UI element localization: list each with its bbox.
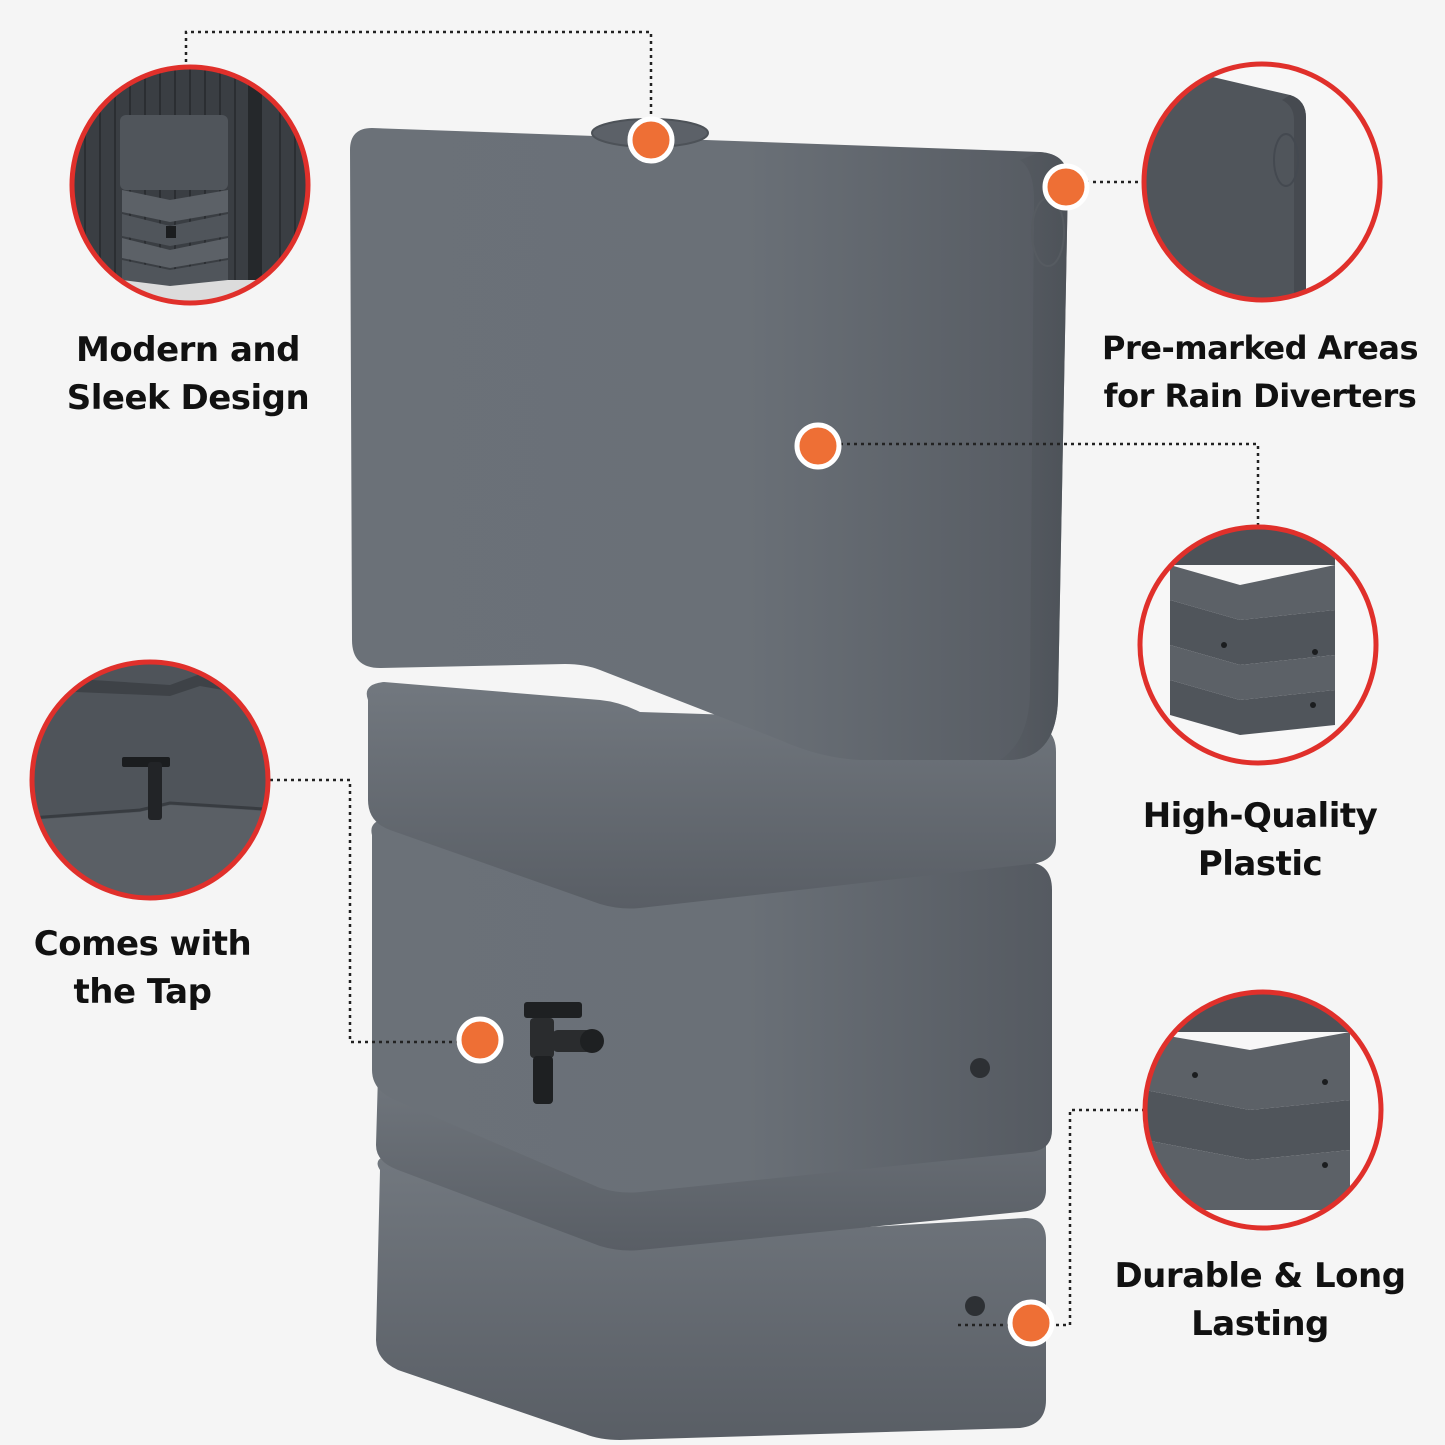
drain-plug-upper bbox=[970, 1058, 990, 1078]
feature-label-line: Sleek Design bbox=[66, 378, 310, 418]
feature-label-line: Modern and bbox=[76, 330, 300, 370]
water-tap bbox=[524, 1002, 604, 1104]
feature-label-line: the Tap bbox=[73, 972, 212, 1012]
feature-label-line: Plastic bbox=[1197, 844, 1323, 884]
connector-tap bbox=[270, 778, 458, 1044]
tank-base-section bbox=[376, 1155, 1046, 1440]
feature-label-high-quality-plastic: High-Quality Plastic bbox=[1110, 792, 1410, 888]
hotspot-durable[interactable] bbox=[1007, 1299, 1055, 1347]
connector-plastic bbox=[840, 442, 1260, 525]
drain-plug-lower bbox=[965, 1296, 985, 1316]
feature-label-line: for Rain Diverters bbox=[1103, 377, 1417, 415]
feature-label-comes-with-tap: Comes with the Tap bbox=[20, 920, 265, 1016]
feature-label-line: Pre-marked Areas bbox=[1102, 329, 1419, 367]
feature-label-modern-design: Modern and Sleek Design bbox=[48, 326, 328, 422]
feature-label-line: Lasting bbox=[1191, 1304, 1329, 1344]
connector-modern bbox=[184, 30, 653, 118]
tank-top-section bbox=[350, 128, 1068, 760]
hotspot-diverter[interactable] bbox=[1042, 163, 1090, 211]
hotspot-tap[interactable] bbox=[456, 1016, 504, 1064]
feature-label-line: Durable & Long bbox=[1114, 1256, 1406, 1296]
feature-label-line: Comes with bbox=[33, 924, 252, 964]
hotspot-plastic[interactable] bbox=[794, 422, 842, 470]
callout-premarked bbox=[1141, 61, 1383, 303]
tank-top-side-shade bbox=[1000, 152, 1068, 760]
hotspot-lid[interactable] bbox=[627, 116, 675, 164]
feature-label-premarked-areas: Pre-marked Areas for Rain Diverters bbox=[1080, 324, 1440, 420]
feature-label-durable: Durable & Long Lasting bbox=[1100, 1252, 1420, 1348]
rain-water-tank bbox=[350, 118, 1068, 1440]
hotspots bbox=[456, 116, 1090, 1347]
feature-label-line: High-Quality bbox=[1142, 796, 1378, 836]
callout-durable bbox=[1142, 989, 1384, 1231]
callout-tap bbox=[29, 659, 271, 901]
callout-modern bbox=[69, 64, 311, 306]
callout-plastic bbox=[1137, 524, 1379, 766]
